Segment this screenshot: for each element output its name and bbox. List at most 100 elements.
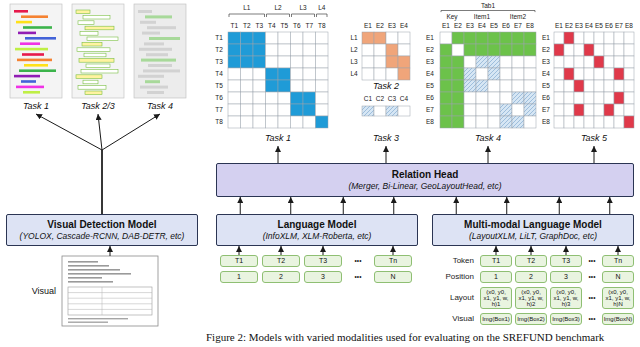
matrix-axis-label: T2 [243,23,251,30]
dots-label: ••• [589,295,596,302]
matrix-cell [291,80,304,92]
matrix-cell [266,104,279,116]
text-line [68,273,131,275]
matrix-cell [524,92,536,104]
matrix-axis-label: E7 [514,23,522,30]
flow-arrow [393,246,394,255]
page-thumbnail [10,4,62,98]
model-title: Visual Detection Model [47,219,156,231]
matrix-cell [452,32,464,44]
matrix-cell [266,80,279,92]
matrix-cell [253,80,266,92]
matrix-axis-label: E1 [555,23,563,30]
relation-matrix: Task 5 [550,0,638,146]
entity-block [138,10,152,13]
matrix-cell [278,116,291,128]
matrix-axis-label: C3 [388,96,396,103]
matrix-cell [386,56,398,68]
matrix-cell [500,68,512,80]
matrix-cell [584,44,594,56]
matrix-cell [488,68,500,80]
matrix-cell [452,80,464,92]
model-title: Language Model [278,219,357,231]
matrix-axis-label: E3 [575,23,583,30]
matrix-axis-label: E8 [542,119,550,126]
matrix-cell [594,32,604,44]
task-label: Task 1 [23,102,49,112]
matrix-cell [278,80,291,92]
matrix-cell [564,44,574,56]
color-bar [23,26,52,29]
matrix-axis-label: T3 [255,23,263,30]
matrix-axis-label: E2 [542,47,550,54]
matrix-cell [253,56,266,68]
span-bracket [441,11,535,13]
token-text: 1 [237,273,241,280]
relation-matrix: Task 1 [212,0,344,146]
input-token-cell: N [374,271,412,283]
matrix-axis-label: E8 [526,23,534,30]
task-label: Task 1 [212,134,344,144]
flow-arrow [531,246,532,255]
matrix-axis-label: E5 [490,23,498,30]
color-bar [14,10,28,13]
input-label: Visual [32,286,56,296]
matrix-cell [488,32,500,44]
matrix-axis-label: E1 [364,23,372,30]
matrix-cell [316,116,329,128]
flow-arrow [456,197,457,214]
input-token-cell: (x0, y0, x1, y1, w, h)N [602,287,634,309]
matrix-cell [512,32,524,44]
matrix-axis-label: E4 [400,23,408,30]
token-text: T2 [527,257,535,264]
matrix-cell [594,56,604,68]
matrix-axis-label: E3 [426,59,434,66]
matrix-cell [554,32,564,44]
matrix-cell [500,56,512,68]
matrix-axis-label: E3 [466,23,474,30]
table-rule [68,292,152,293]
matrix-axis-label: E6 [542,95,550,102]
token-text: Tn [389,257,397,264]
row-label: Layout [450,294,474,302]
matrix-cell [500,104,512,116]
task-label: Task 2/3 [81,102,115,112]
matrix-cell [440,44,452,56]
span-bracket [229,14,265,17]
matrix-cell [386,68,398,80]
token-text: N [390,273,395,280]
matrix-cell [564,104,574,116]
matrix-cell [574,92,584,104]
matrix-cell [440,68,452,80]
model-examples: (InfoXLM, XLM-Roberta, etc) [263,231,372,241]
matrix-cell [512,56,524,68]
matrix-cell [464,68,476,80]
matrix-cell [524,68,536,80]
text-line [68,265,109,267]
entity-block [139,48,172,51]
flow-arrow [566,246,567,255]
matrix-axis-label: C4 [400,96,408,103]
matrix-axis-label: E8 [625,23,633,30]
matrix-cell [524,32,536,44]
matrix-axis-label: L4 [318,5,325,12]
entity-box [82,42,102,46]
matrix-cell [574,116,584,128]
matrix-cell [440,104,452,116]
matrix-cell [594,92,604,104]
matrix-cell [303,80,316,92]
matrix-cell [500,92,512,104]
matrix-cell [398,32,410,44]
table-rule [68,298,152,299]
color-bar [21,80,36,83]
matrix-axis-label: E6 [605,23,613,30]
matrix-cell [266,68,279,80]
flow-arrow [98,114,102,214]
entity-box [87,37,118,41]
entity-box [83,15,110,19]
dots-label: ••• [589,258,596,265]
matrix-cell [440,56,452,68]
entity-block [143,69,180,72]
matrix-cell [488,56,500,68]
matrix-cell [253,32,266,44]
